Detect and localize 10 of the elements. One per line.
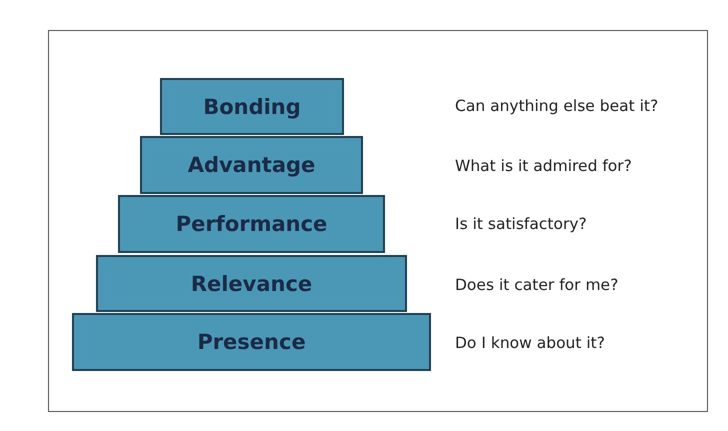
question-text: Do I know about it?: [455, 334, 605, 352]
pyramid-tier: Presence: [72, 313, 431, 371]
question-text: Is it satisfactory?: [455, 215, 587, 233]
question-text: What is it admired for?: [455, 157, 632, 175]
pyramid-tier: Advantage: [140, 136, 363, 194]
pyramid-tier: Relevance: [96, 255, 407, 312]
question-text: Can anything else beat it?: [455, 97, 658, 115]
pyramid-tier: Performance: [118, 195, 385, 253]
pyramid-tier: Bonding: [160, 78, 344, 135]
question-text: Does it cater for me?: [455, 276, 618, 294]
